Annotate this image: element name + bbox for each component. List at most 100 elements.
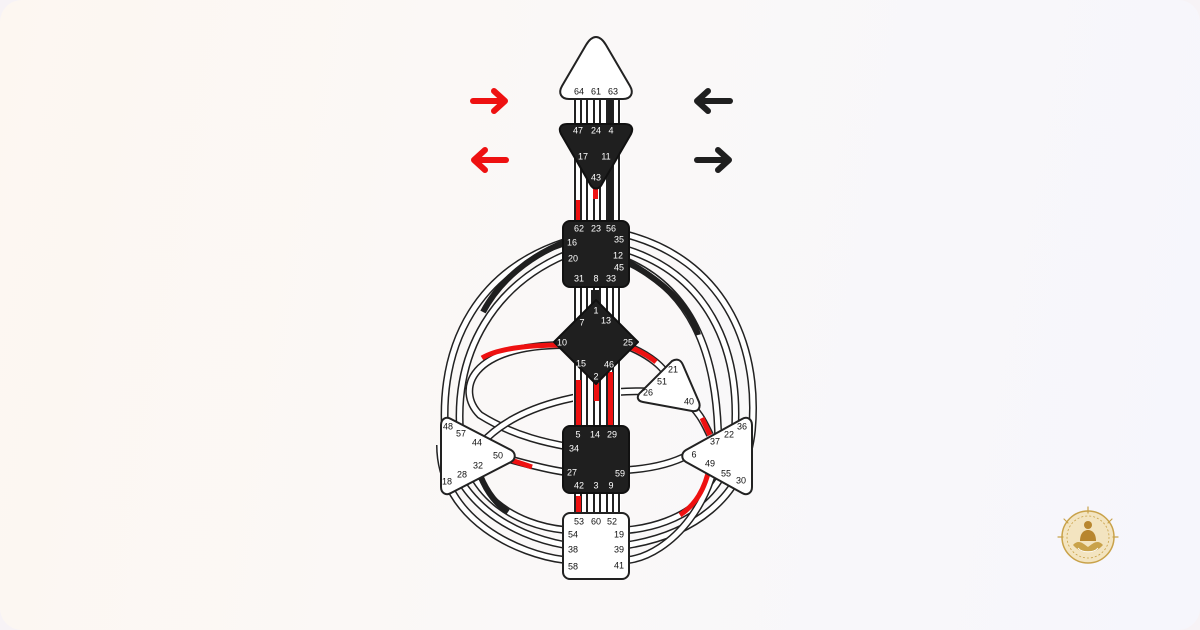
gate-label: 55 (721, 468, 731, 478)
gate-label: 8 (593, 273, 598, 283)
gate-label: 19 (614, 529, 624, 539)
segment-personality-8 (591, 290, 599, 304)
gate-label: 14 (590, 429, 600, 439)
gate-label: 10 (557, 337, 567, 347)
center-spleen (440, 416, 516, 496)
gate-label: 6 (691, 449, 696, 459)
channel-g-loop-left (465, 341, 576, 452)
segment-design-46 (608, 372, 613, 428)
segment-personality-45 (626, 259, 701, 336)
center-ajna (558, 123, 634, 190)
gate-label: 23 (591, 223, 601, 233)
lotus-meditation-icon (1057, 506, 1119, 564)
gate-label: 12 (613, 250, 623, 260)
gate-label: 11 (601, 151, 610, 161)
arrow-right-top (694, 88, 733, 114)
segment-personality-32 (477, 473, 510, 515)
center-sacral (562, 425, 630, 494)
gate-label: 61 (591, 86, 601, 96)
gate-label: 33 (606, 273, 616, 283)
gate-label: 21 (668, 364, 678, 374)
gates-heart: 21 51 26 40 (643, 364, 694, 406)
gate-label: 41 (614, 560, 624, 570)
segment-design-37 (699, 416, 713, 437)
gate-label: 15 (576, 358, 586, 368)
gate-label: 7 (579, 317, 584, 327)
gate-label: 58 (568, 561, 578, 571)
gate-label: 42 (574, 480, 584, 490)
gate-label: 2 (593, 371, 598, 381)
gate-label: 46 (604, 359, 614, 369)
channel-solar-sacral (627, 451, 690, 474)
gate-label: 39 (614, 544, 624, 554)
gate-label: 37 (710, 436, 720, 446)
gate-label: 22 (724, 429, 734, 439)
segment-personality-20 (480, 239, 567, 314)
gate-label: 50 (493, 450, 503, 460)
gate-label: 38 (568, 544, 578, 554)
gate-label: 44 (472, 437, 482, 447)
gate-label: 24 (591, 125, 601, 135)
gate-label: 17 (578, 151, 588, 161)
gate-label: 18 (442, 476, 452, 486)
gate-label: 1 (593, 305, 598, 315)
gate-label: 60 (591, 516, 601, 526)
gate-label: 34 (569, 443, 579, 453)
gate-label: 35 (614, 234, 624, 244)
center-head (559, 35, 633, 100)
gate-label: 27 (567, 467, 577, 477)
gates-solar-plexus: 36 22 37 6 49 55 30 (691, 421, 747, 485)
channel-left-loop-2 (455, 251, 567, 534)
arrow-right-bottom (694, 147, 732, 173)
gates-sacral: 5 14 29 34 27 59 42 3 9 (567, 429, 625, 490)
gate-label: 43 (591, 172, 601, 182)
center-throat (562, 220, 630, 288)
gate-label: 48 (443, 421, 453, 431)
segment-design-10 (480, 342, 566, 361)
gate-label: 13 (601, 315, 611, 325)
segment-design-43 (593, 185, 598, 199)
gate-label: 30 (736, 475, 746, 485)
gate-label: 54 (568, 529, 578, 539)
gates-ajna: 47 24 4 17 11 43 (573, 125, 614, 182)
arrow-left-bottom (471, 147, 509, 173)
gate-label: 3 (593, 480, 598, 490)
gate-label: 25 (623, 337, 633, 347)
gate-label: 40 (684, 396, 694, 406)
segment-personality-56 (608, 100, 613, 130)
gate-label: 59 (615, 468, 625, 478)
gate-label: 31 (574, 273, 584, 283)
gate-label: 4 (608, 125, 613, 135)
gates-g: 1 7 13 10 25 15 46 2 (557, 305, 633, 381)
center-solar-plexus (681, 416, 753, 496)
gate-label: 47 (573, 125, 583, 135)
segment-design-42 (576, 496, 581, 514)
gate-label: 36 (737, 421, 747, 431)
gate-label: 29 (607, 429, 617, 439)
gate-label: 57 (456, 428, 466, 438)
gates-head: 64 61 63 (574, 86, 618, 96)
gate-label: 32 (473, 460, 483, 470)
gate-label: 9 (608, 480, 613, 490)
gate-label: 56 (606, 223, 616, 233)
center-heart (636, 358, 701, 413)
gate-label: 53 (574, 516, 584, 526)
segment-design-15 (576, 380, 581, 428)
arrow-left-top (470, 88, 508, 114)
gate-label: 63 (608, 86, 618, 96)
segment-design-17 (576, 200, 580, 222)
gate-label: 28 (457, 469, 467, 479)
gate-label: 62 (574, 223, 584, 233)
gate-label: 16 (567, 237, 577, 247)
gate-label: 52 (607, 516, 617, 526)
gate-label: 49 (705, 458, 715, 468)
gate-label: 26 (643, 387, 653, 397)
gates-root: 53 60 52 54 19 38 39 58 41 (568, 516, 624, 571)
gates-spleen: 48 57 44 50 32 28 18 (442, 421, 503, 486)
center-root (562, 512, 630, 580)
center-g (553, 299, 639, 385)
gates-throat: 62 23 56 16 35 20 12 45 31 8 33 (567, 223, 624, 283)
gate-label: 45 (614, 262, 624, 272)
segment-personality-11 (608, 165, 613, 222)
